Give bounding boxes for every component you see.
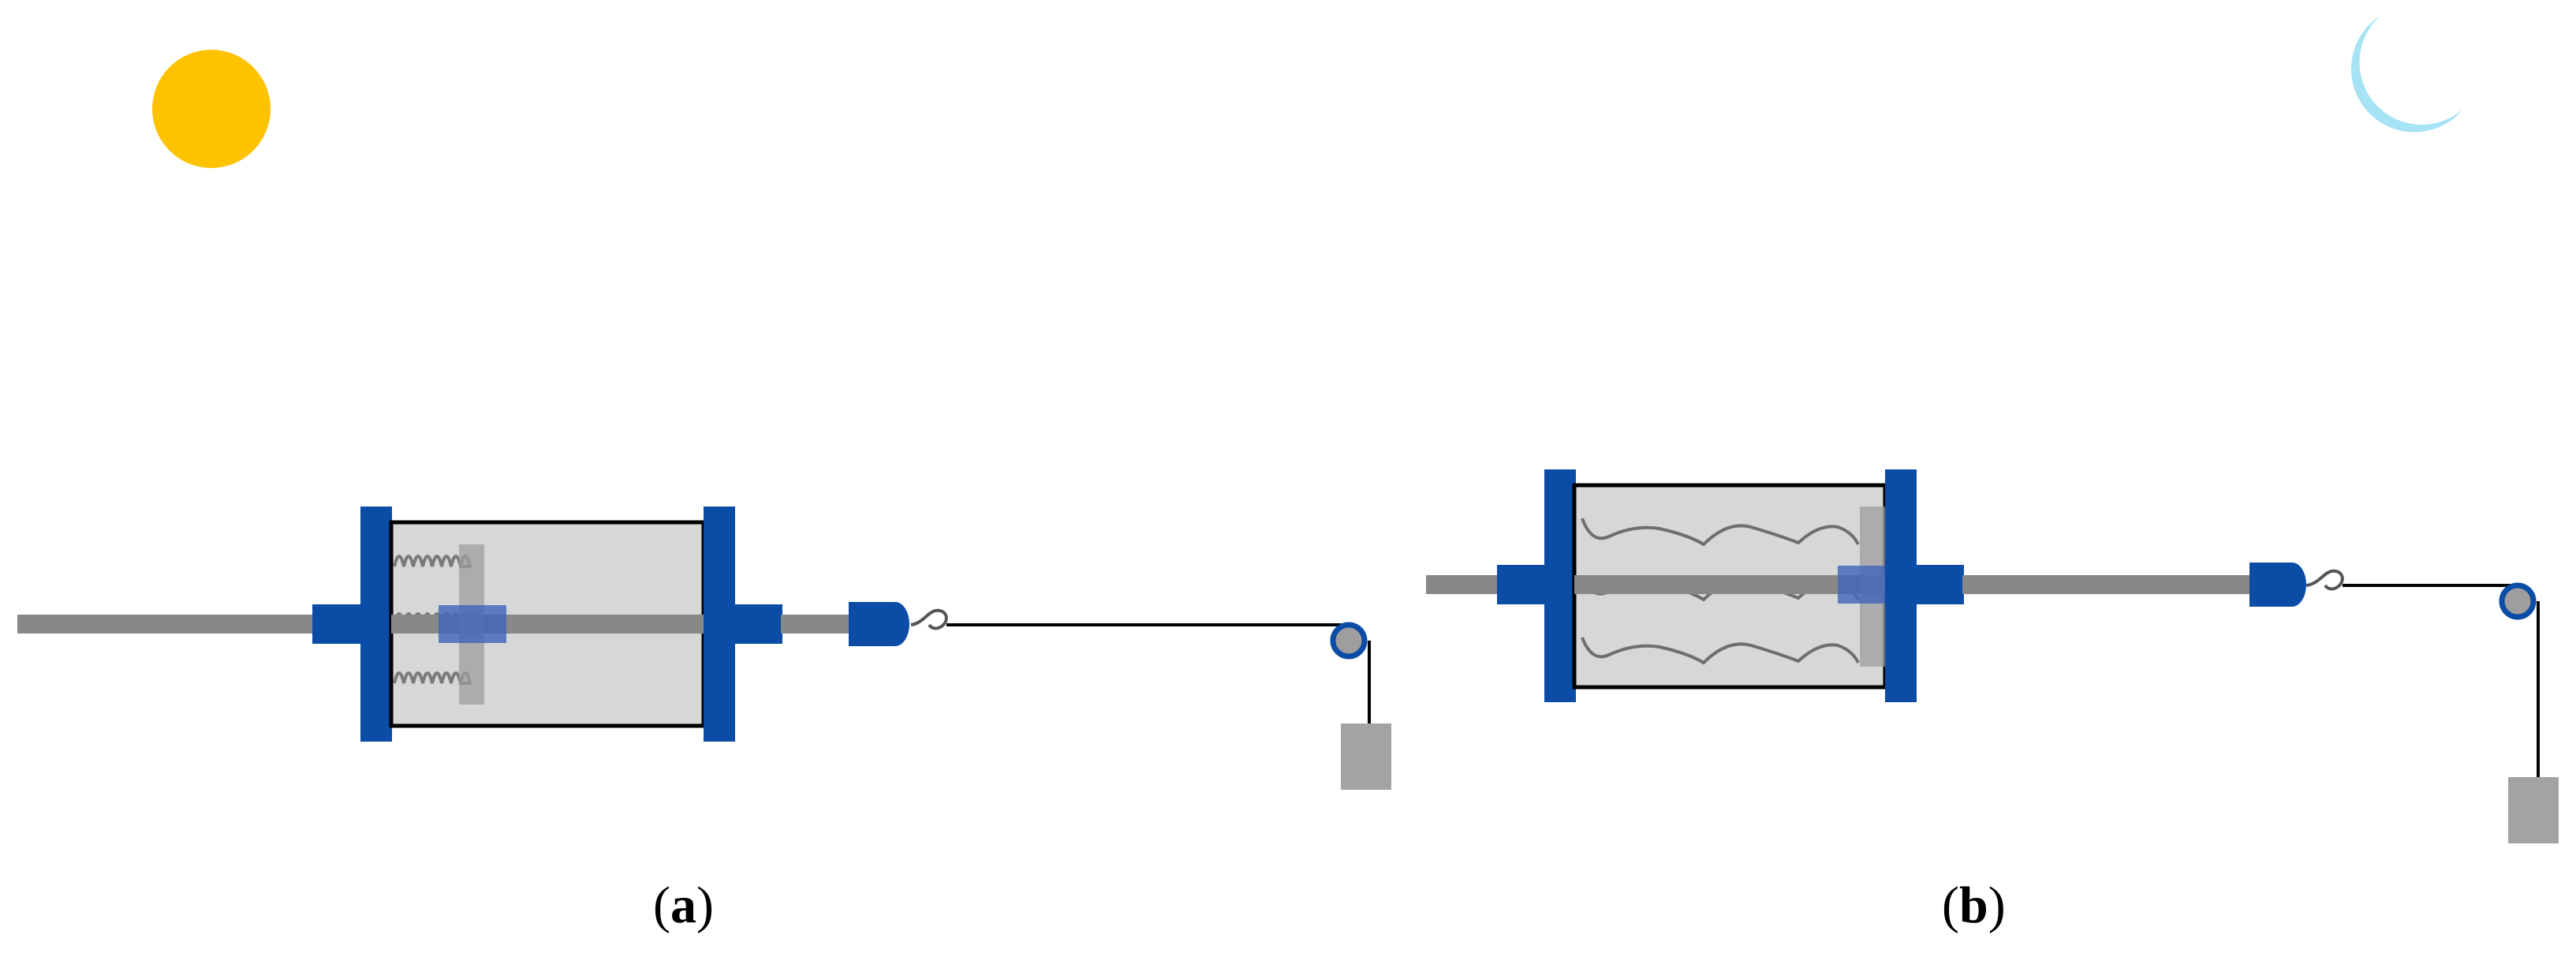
panel-b-left-collar	[1497, 565, 1546, 604]
panel-a-end-cap	[849, 602, 909, 646]
panel-b-letter: b	[1958, 877, 1988, 934]
panel-b-left-rod	[1426, 575, 1505, 594]
panel-b-inner-rod	[1574, 575, 1885, 594]
sun-icon	[152, 50, 271, 168]
panel-b-right-collar	[1915, 565, 1964, 604]
panel-a-right-flange	[704, 507, 735, 742]
panel-b-right-flange	[1885, 469, 1917, 702]
moon-icon	[2350, 16, 2463, 133]
panel-b-spring-top	[1581, 518, 1860, 547]
panel-a-spring-bottom	[393, 671, 472, 685]
panel-a-left-flange	[360, 507, 392, 742]
panel-b-end-cap	[2249, 563, 2306, 607]
panel-b-pulley	[2499, 582, 2537, 620]
panel-b-piston-block	[1838, 566, 1887, 604]
panel-b-hook	[2305, 569, 2344, 591]
panel-a-left-collar	[312, 604, 368, 644]
panel-a-weight	[1341, 723, 1391, 790]
panel-a-piston-block	[439, 605, 506, 643]
panel-b-caption: (b)	[1942, 877, 2006, 934]
panel-a-pulley	[1330, 622, 1368, 660]
panel-a-cable	[946, 623, 1371, 724]
panel-a-inner-rod	[391, 615, 704, 634]
panel-b-left-flange	[1544, 469, 1576, 702]
panel-a-hook	[910, 608, 948, 630]
panel-b-weight	[2508, 777, 2559, 843]
panel-a-caption: (a)	[653, 877, 714, 934]
panel-b-cable	[2343, 584, 2540, 779]
panel-b-actuator	[1426, 469, 2559, 843]
panel-a-spring-top	[393, 555, 472, 568]
panel-a-actuator	[17, 507, 1391, 790]
panel-a-left-rod	[17, 615, 317, 634]
panel-a-right-collar	[734, 604, 782, 644]
panel-b-spring-bottom	[1581, 637, 1860, 665]
panel-a-output-rod	[781, 615, 849, 634]
panel-b-output-rod	[1962, 575, 2251, 594]
panel-a-letter: a	[670, 877, 696, 934]
